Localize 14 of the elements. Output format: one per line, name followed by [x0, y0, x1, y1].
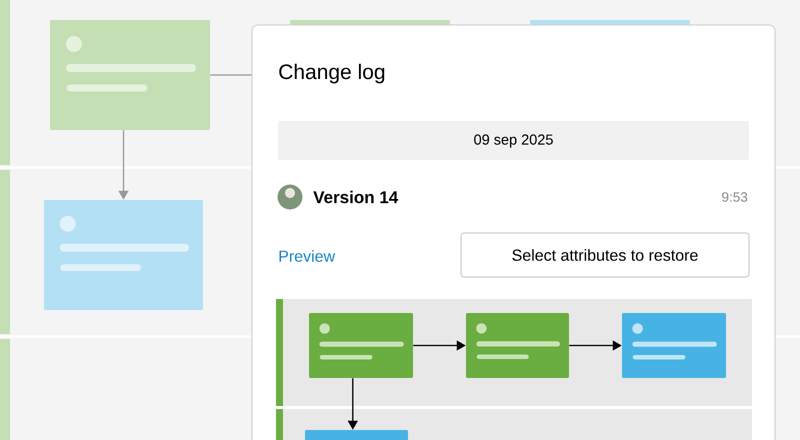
flow-card [309, 313, 413, 378]
restore-button: Select attributes to restore [460, 232, 750, 278]
date-bar: 09 sep 2025 [278, 121, 749, 160]
time-text: 9:53 [722, 192, 748, 202]
flow-card [305, 430, 408, 440]
flow-card [290, 20, 450, 25]
preview-link: Preview [280, 250, 336, 262]
flow-card [530, 20, 690, 25]
flow-card [44, 200, 203, 310]
flow-card [50, 20, 210, 130]
panel-title: Change log [279, 64, 384, 84]
version-title: Version 14 [313, 190, 398, 204]
flow-card [466, 313, 569, 378]
flow-card [622, 313, 726, 378]
